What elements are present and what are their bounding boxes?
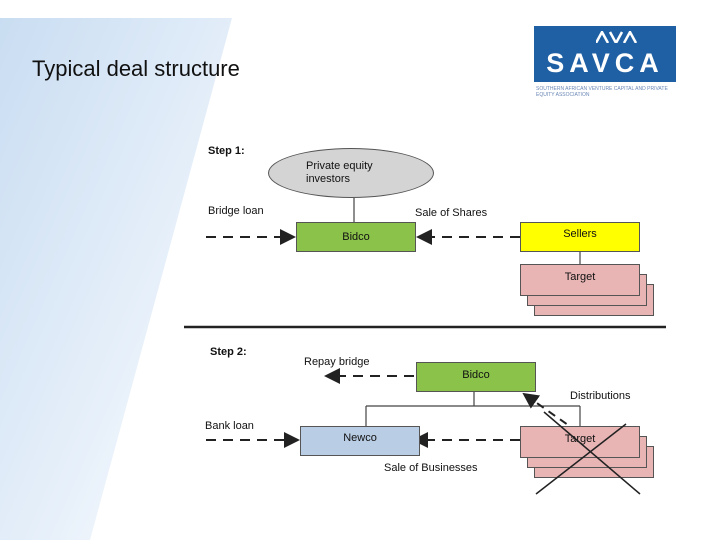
logo-wordmark: SAVCA: [546, 48, 664, 78]
bidco-box-step2: Bidco: [416, 362, 536, 392]
bidco-box: Bidco: [296, 222, 416, 252]
logo-chevrons-icon: [596, 31, 638, 43]
investors-oval: [268, 148, 434, 198]
step1-label: Step 1:: [208, 145, 245, 157]
slide-title: Typical deal structure: [32, 56, 240, 81]
newco-box: Newco: [300, 426, 420, 456]
distributions-label: Distributions: [570, 390, 631, 402]
sellers-box: Sellers: [520, 222, 640, 252]
investors-label: Private equity investors: [306, 160, 373, 185]
logo-tagline: SOUTHERN AFRICAN VENTURE CAPITAL AND PRI…: [536, 86, 668, 98]
bank-loan-label: Bank loan: [205, 420, 254, 432]
repay-bridge-label: Repay bridge: [304, 356, 370, 368]
target-box-step1: Target: [520, 264, 640, 296]
bridge-loan-label: Bridge loan: [208, 205, 264, 217]
step2-label: Step 2:: [210, 346, 247, 358]
target-box-step2: Target: [520, 426, 640, 458]
sale-of-businesses-label: Sale of Businesses: [384, 462, 478, 474]
savca-logo: SAVCA: [534, 26, 676, 82]
sale-of-shares-label: Sale of Shares: [415, 207, 488, 219]
